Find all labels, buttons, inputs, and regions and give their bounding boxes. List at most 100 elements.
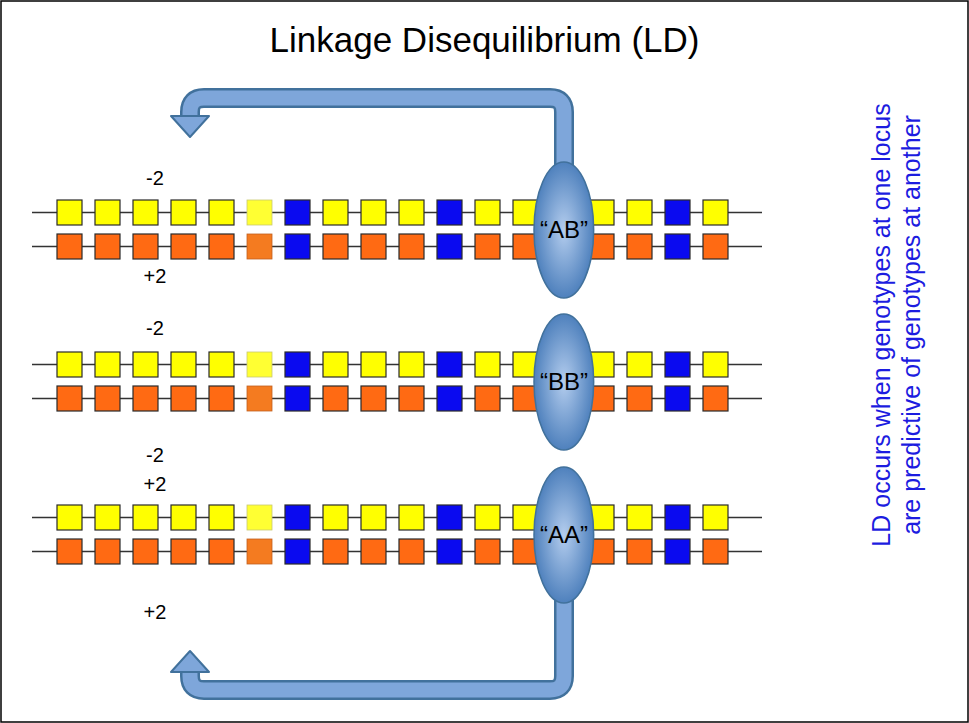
allele-square: [209, 386, 234, 411]
allele-square: [399, 234, 424, 259]
allele-square: [247, 352, 272, 377]
snp-square: [437, 539, 462, 564]
allele-square: [627, 539, 652, 564]
allele-square: [399, 505, 424, 530]
allele-square: [323, 200, 348, 225]
snp-square: [665, 386, 690, 411]
chromosome-pairs: [32, 200, 762, 564]
node-text-holder: “AA”: [532, 465, 596, 605]
snp-square: [437, 200, 462, 225]
allele-square: [703, 352, 728, 377]
arrow-pipe: [190, 98, 564, 178]
allele-score: +2: [144, 473, 167, 496]
genotype-label: “AB”: [540, 216, 588, 244]
allele-square: [627, 200, 652, 225]
allele-square: [703, 386, 728, 411]
allele-square: [627, 505, 652, 530]
arrow-head: [171, 116, 209, 137]
node-text-holder: “AB”: [532, 160, 596, 300]
allele-square: [57, 200, 82, 225]
allele-score: -2: [146, 317, 164, 340]
snp-square: [285, 352, 310, 377]
allele-square: [361, 352, 386, 377]
allele-square: [247, 234, 272, 259]
snp-square: [285, 234, 310, 259]
snp-square: [665, 234, 690, 259]
locus-ellipse: “AA”: [532, 465, 596, 605]
arrow-pipe: [190, 585, 564, 690]
allele-square: [703, 539, 728, 564]
snp-square: [437, 352, 462, 377]
allele-square: [323, 505, 348, 530]
allele-square: [171, 234, 196, 259]
arrow-head: [171, 651, 209, 672]
allele-square: [171, 352, 196, 377]
top-arrow: [171, 98, 564, 178]
allele-square: [627, 386, 652, 411]
arrow-pipe-outline: [190, 98, 564, 178]
bottom-arrow: [171, 585, 564, 690]
allele-square: [247, 200, 272, 225]
allele-square: [247, 505, 272, 530]
allele-square: [209, 200, 234, 225]
ellipse-outline: [534, 314, 594, 450]
snp-square: [665, 200, 690, 225]
chromosome: [32, 200, 762, 225]
allele-square: [247, 386, 272, 411]
allele-square: [133, 386, 158, 411]
snp-square: [285, 386, 310, 411]
allele-square: [95, 200, 120, 225]
allele-square: [475, 234, 500, 259]
allele-square: [95, 386, 120, 411]
allele-square: [209, 352, 234, 377]
allele-square: [57, 505, 82, 530]
locus-ellipse: “BB”: [532, 312, 596, 452]
arrow-pipe-outline: [190, 585, 564, 690]
allele-square: [361, 200, 386, 225]
snp-square: [285, 200, 310, 225]
snp-square: [285, 539, 310, 564]
snp-square: [285, 505, 310, 530]
allele-score: -2: [146, 444, 164, 467]
snp-square: [665, 539, 690, 564]
slide-title: Linkage Disequilibrium (LD): [0, 20, 969, 60]
allele-square: [57, 352, 82, 377]
snp-square: [437, 234, 462, 259]
allele-square: [475, 352, 500, 377]
allele-square: [209, 234, 234, 259]
genotype-label: “AA”: [540, 521, 588, 549]
chromosome: [32, 386, 762, 411]
allele-square: [475, 539, 500, 564]
allele-square: [399, 200, 424, 225]
allele-square: [399, 352, 424, 377]
allele-square: [171, 386, 196, 411]
locus-ellipse: “AB”: [532, 160, 596, 300]
allele-square: [323, 539, 348, 564]
allele-score: -2: [146, 167, 164, 190]
allele-square: [323, 386, 348, 411]
allele-square: [171, 505, 196, 530]
allele-square: [209, 505, 234, 530]
allele-square: [95, 352, 120, 377]
allele-square: [399, 539, 424, 564]
allele-square: [361, 505, 386, 530]
side-note: LD occurs when genotypes at one locus ar…: [865, 93, 925, 558]
allele-square: [133, 200, 158, 225]
allele-square: [703, 200, 728, 225]
allele-square: [475, 386, 500, 411]
allele-square: [57, 539, 82, 564]
allele-square: [133, 505, 158, 530]
allele-square: [627, 352, 652, 377]
allele-square: [703, 505, 728, 530]
snp-square: [437, 505, 462, 530]
allele-square: [247, 539, 272, 564]
allele-square: [475, 505, 500, 530]
allele-square: [475, 200, 500, 225]
allele-square: [133, 352, 158, 377]
allele-square: [95, 539, 120, 564]
allele-square: [95, 505, 120, 530]
allele-square: [209, 539, 234, 564]
snp-square: [665, 505, 690, 530]
